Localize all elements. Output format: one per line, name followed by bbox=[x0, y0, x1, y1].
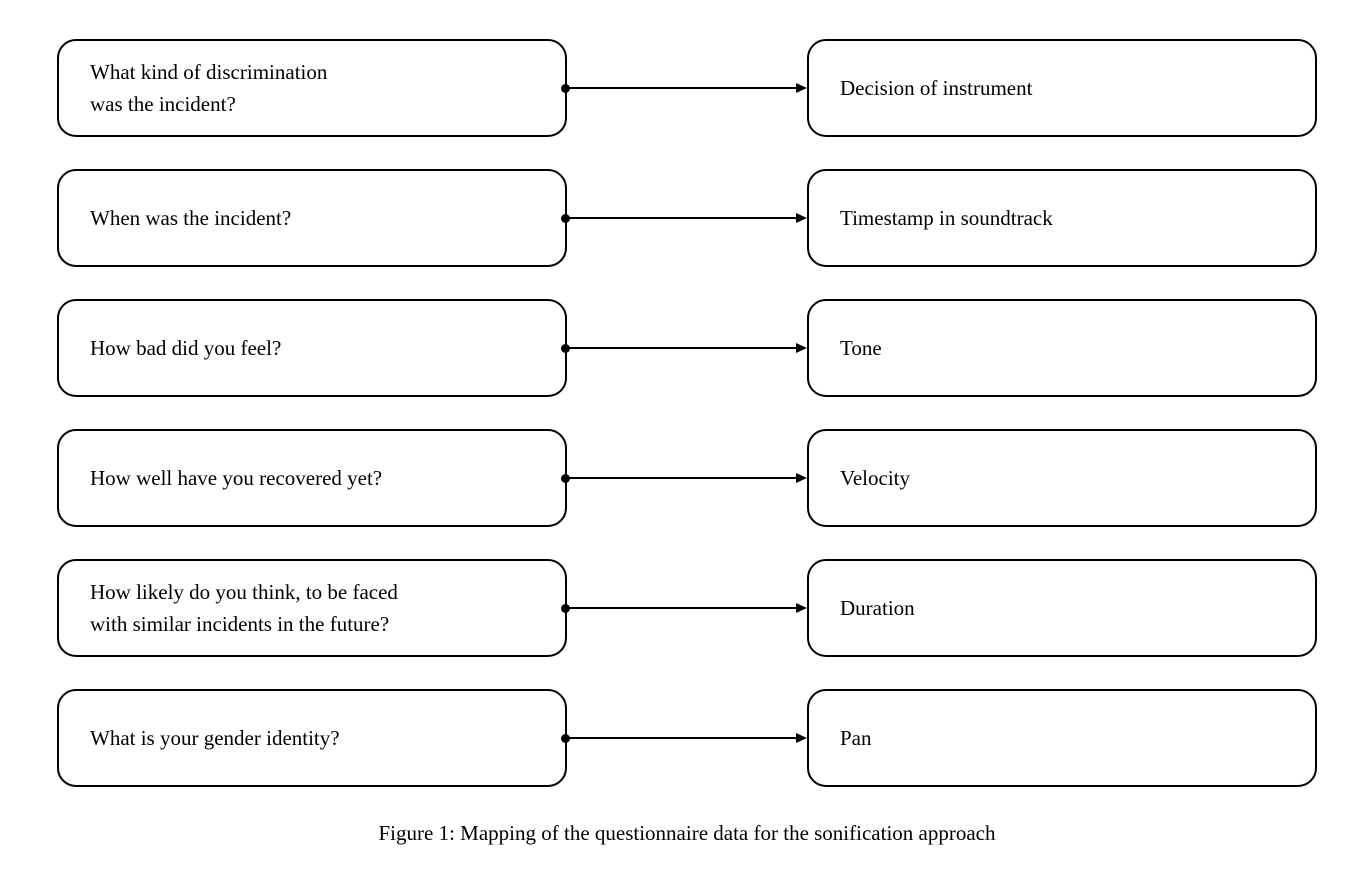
arrow-line bbox=[567, 347, 805, 349]
mapping-label: Tone bbox=[840, 336, 882, 360]
arrow-dot-icon bbox=[561, 213, 570, 223]
question-box: When was the incident? bbox=[57, 169, 567, 267]
arrow-dot-icon bbox=[561, 733, 570, 743]
arrow-dot-icon bbox=[561, 603, 570, 613]
mapping-row: What kind of discrimination was the inci… bbox=[57, 39, 1317, 137]
question-label: What is your gender identity? bbox=[90, 726, 340, 750]
question-box: What kind of discrimination was the inci… bbox=[57, 39, 567, 137]
question-label: When was the incident? bbox=[90, 206, 292, 230]
mapping-box: Decision of instrument bbox=[807, 39, 1317, 137]
mapping-label: Timestamp in soundtrack bbox=[840, 206, 1053, 230]
arrow-line bbox=[567, 87, 805, 89]
question-label: What kind of discrimination was the inci… bbox=[90, 60, 328, 116]
mapping-label: Decision of instrument bbox=[840, 76, 1033, 100]
mapping-row: What is your gender identity? Pan bbox=[57, 689, 1317, 787]
arrow-line bbox=[567, 737, 805, 739]
sonification-mapping-diagram: What kind of discrimination was the inci… bbox=[57, 39, 1317, 845]
mapping-box: Pan bbox=[807, 689, 1317, 787]
mapping-box: Tone bbox=[807, 299, 1317, 397]
mapping-row: How bad did you feel? Tone bbox=[57, 299, 1317, 397]
question-box: How likely do you think, to be faced wit… bbox=[57, 559, 567, 657]
mapping-row: How well have you recovered yet? Velocit… bbox=[57, 429, 1317, 527]
question-label: How likely do you think, to be faced wit… bbox=[90, 580, 398, 636]
mapping-box: Timestamp in soundtrack bbox=[807, 169, 1317, 267]
figure-caption: Figure 1: Mapping of the questionnaire d… bbox=[378, 821, 996, 845]
mapping-label: Duration bbox=[840, 596, 915, 620]
question-label: How bad did you feel? bbox=[90, 336, 282, 360]
arrowhead-icon bbox=[796, 603, 807, 613]
arrowhead-icon bbox=[796, 733, 807, 743]
arrowhead-icon bbox=[796, 83, 807, 93]
mapping-label: Pan bbox=[840, 726, 872, 750]
question-box: How well have you recovered yet? bbox=[57, 429, 567, 527]
arrow-dot-icon bbox=[561, 83, 570, 93]
mapping-box: Velocity bbox=[807, 429, 1317, 527]
arrowhead-icon bbox=[796, 213, 807, 223]
mapping-row: When was the incident? Timestamp in soun… bbox=[57, 169, 1317, 267]
arrow-line bbox=[567, 217, 805, 219]
question-box: What is your gender identity? bbox=[57, 689, 567, 787]
mapping-label: Velocity bbox=[840, 466, 910, 490]
arrowhead-icon bbox=[796, 473, 807, 483]
arrow-dot-icon bbox=[561, 473, 570, 483]
mapping-row: How likely do you think, to be faced wit… bbox=[57, 559, 1317, 657]
arrowhead-icon bbox=[796, 343, 807, 353]
mapping-box: Duration bbox=[807, 559, 1317, 657]
arrow-dot-icon bbox=[561, 343, 570, 353]
question-box: How bad did you feel? bbox=[57, 299, 567, 397]
arrow-line bbox=[567, 477, 805, 479]
question-label: How well have you recovered yet? bbox=[90, 466, 383, 490]
arrow-line bbox=[567, 607, 805, 609]
